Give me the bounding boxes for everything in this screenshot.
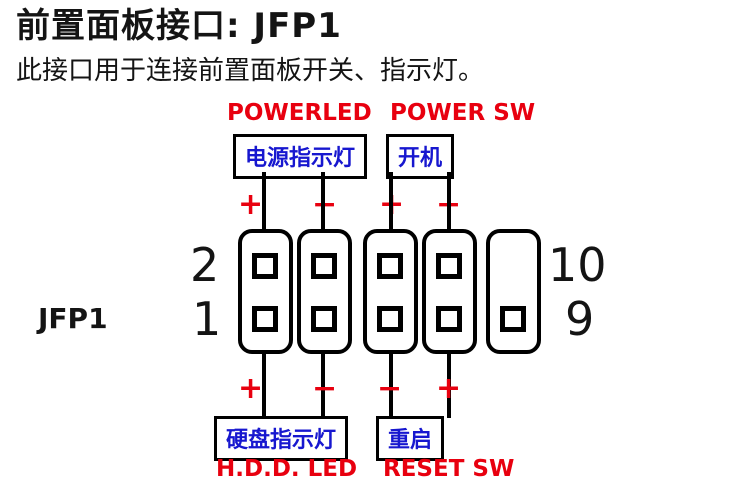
pin-housing-1 <box>238 229 293 354</box>
pin-8 <box>436 253 462 279</box>
pin-5 <box>377 306 403 332</box>
box-power-led-cn: 电源指示灯 <box>233 134 368 179</box>
pin-housing-3 <box>363 229 418 354</box>
pin-2 <box>252 253 278 279</box>
pin-1 <box>252 306 278 332</box>
polarity-sign-bottom-1: + <box>238 371 264 406</box>
connector-name: JFP1 <box>38 302 108 335</box>
pin-number-top-right: 10 <box>548 238 607 292</box>
pin-number-bottom-right: 9 <box>565 292 595 346</box>
page-subtitle: 此接口用于连接前置面板开关、指示灯。 <box>16 56 485 86</box>
box-hdd-led-cn: 硬盘指示灯 <box>214 416 349 461</box>
polarity-sign-bottom-4: + <box>436 371 462 406</box>
label-reset-sw-en: RESET SW <box>383 456 515 482</box>
pin-3 <box>311 306 337 332</box>
pin-housing-4 <box>422 229 477 354</box>
label-powerled-en: POWERLED <box>227 100 372 126</box>
wire-reset-minus <box>389 353 393 418</box>
box-reset-cn: 重启 <box>376 416 445 461</box>
label-power-sw-en: POWER SW <box>390 100 536 126</box>
wire-hdd-minus <box>321 353 325 418</box>
pin-6 <box>377 253 403 279</box>
polarity-sign-bottom-2: − <box>312 371 338 406</box>
pin-number-top-left: 2 <box>190 238 220 292</box>
wire-reset-plus <box>447 353 451 418</box>
pin-housing-5 <box>486 229 541 354</box>
pin-4 <box>311 253 337 279</box>
polarity-sign-bottom-3: − <box>377 371 403 406</box>
wire-powersw-minus <box>447 172 451 232</box>
wire-powerled-minus <box>321 172 325 232</box>
label-hdd-led-en: H.D.D. LED <box>216 456 358 482</box>
wire-powersw-plus <box>389 172 393 232</box>
wire-hdd-plus <box>262 353 266 418</box>
pin-7 <box>436 306 462 332</box>
pin-9 <box>500 306 526 332</box>
wire-powerled-plus <box>262 172 266 232</box>
pin-housing-2 <box>297 229 352 354</box>
pin-number-bottom-left: 1 <box>192 292 222 346</box>
page-title: 前置面板接口: JFP1 <box>16 6 342 46</box>
polarity-sign-top-1: + <box>238 187 264 222</box>
box-power-sw-cn: 开机 <box>386 134 455 179</box>
